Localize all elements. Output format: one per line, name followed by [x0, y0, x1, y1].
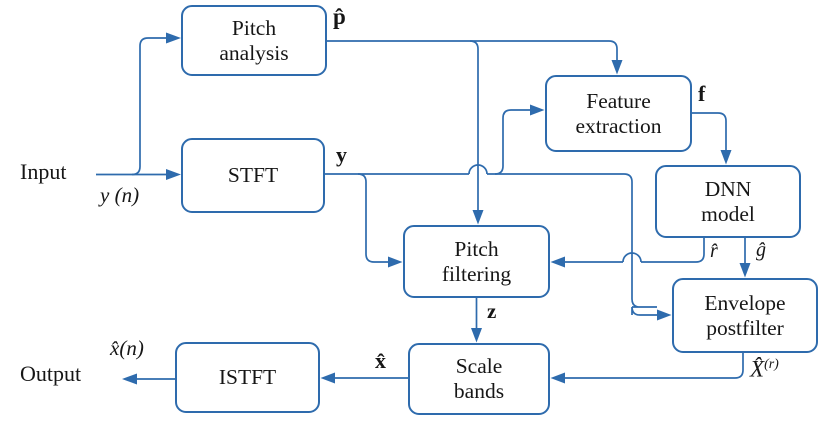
postfilter-output-base: X̂ [750, 356, 765, 382]
conn-p-hat-branch-path [469, 40, 479, 210]
stft-vector-label: y [336, 142, 347, 167]
conn-y-down-branch-path [357, 173, 388, 263]
postfilter-output-superscript: (r) [764, 357, 779, 372]
feature-vector-label: f [698, 81, 706, 106]
block-scale-bands: Scale bands [408, 343, 550, 415]
conn-stft-to-envelope-postfilter [325, 164, 672, 321]
block-pitch-filtering-line1: Pitch [454, 236, 499, 261]
arrowhead-into-pitch-filtering-right [550, 256, 565, 268]
block-pitch-analysis-line1: Pitch [231, 15, 277, 40]
output-label: Output [20, 361, 82, 386]
block-scale-bands-line2: bands [453, 379, 505, 403]
block-feature-extraction: Feature extraction [545, 75, 692, 152]
arrowhead-into-feature-extraction-top [611, 60, 623, 75]
arrowhead-into-envelope-postfilter-left [657, 309, 672, 321]
arrowhead-into-pitch-analysis [166, 32, 181, 44]
arrowhead-output [122, 373, 137, 385]
block-pitch-filtering: Pitch filtering [403, 225, 550, 298]
block-stft: STFT [181, 138, 325, 213]
block-pitch-analysis: Pitch analysis [181, 5, 327, 76]
arrowhead-into-feature-extraction-left [530, 104, 545, 116]
arrowhead-into-scale-bands-right [550, 372, 565, 384]
arrowhead-into-scale-bands-top [471, 328, 482, 343]
ratio-estimate-label: r̂ [710, 240, 718, 262]
pitch-vector-label: p̂ [333, 4, 346, 29]
conn-f-path [692, 112, 727, 150]
block-dnn-model-line1: DNN [704, 176, 752, 201]
conn-y-to-pitch-filtering [357, 173, 403, 268]
gain-estimate-label: ĝ [756, 239, 766, 261]
arrowhead-into-envelope-postfilter-top [739, 263, 751, 278]
block-scale-bands-line1: Scale [455, 354, 503, 378]
block-envelope-postfilter-line1: Envelope [704, 290, 786, 315]
block-feature-extraction-line1: Feature [586, 88, 651, 113]
conn-pitch-filtering-to-scale-bands [471, 298, 482, 343]
conn-envelope-postfilter-to-scale-bands [550, 353, 744, 384]
arrowhead-into-stft [166, 169, 181, 180]
input-label: Input [20, 159, 67, 184]
input-signal-label: y (n) [100, 183, 140, 207]
conn-dnn-to-pitch-filtering [550, 238, 705, 268]
block-dnn-model: DNN model [655, 165, 801, 238]
filtered-vector-label: z [487, 299, 497, 323]
conn-input-to-pitch-analysis [131, 32, 181, 176]
output-signal-label: x̂(n) [110, 336, 144, 360]
arrowhead-into-dnn-top [720, 150, 732, 165]
conn-input-to-stft [96, 169, 181, 180]
conn-pitch-analysis-to-feature-extraction [327, 40, 623, 75]
postfilter-output-label: X̂(r) [750, 354, 779, 381]
block-envelope-postfilter: Envelope postfilter [672, 278, 818, 353]
arrowhead-into-istft-right [320, 372, 335, 384]
scale-input-vector-label: x̂ [375, 348, 386, 373]
conn-y-main-path [325, 164, 657, 316]
conn-dnn-to-envelope-postfilter [739, 238, 751, 278]
conn-y-up-branch-path [494, 109, 530, 175]
conn-p-hat-path [327, 40, 618, 60]
arrowhead-into-pitch-filtering-left [388, 256, 403, 268]
conn-p-hat-to-pitch-filtering [469, 40, 484, 225]
conn-istft-to-output [122, 373, 175, 385]
conn-y-to-feature-extraction [494, 104, 545, 175]
conn-input-to-pitch-analysis-path [131, 37, 166, 176]
block-envelope-postfilter-line2: postfilter [706, 315, 784, 340]
conn-x-hat-r-path [565, 353, 744, 379]
block-istft-line1: ISTFT [218, 365, 277, 389]
conn-feature-extraction-to-dnn [692, 112, 732, 165]
block-istft: ISTFT [175, 342, 320, 413]
block-pitch-filtering-line2: filtering [441, 261, 512, 286]
conn-scale-bands-to-istft [320, 372, 408, 384]
block-pitch-analysis-line2: analysis [219, 40, 289, 65]
block-feature-extraction-line2: extraction [575, 113, 662, 138]
block-dnn-model-line2: model [701, 201, 755, 226]
block-stft-line1: STFT [227, 163, 279, 187]
arrowhead-into-pitch-filtering-top [472, 210, 484, 225]
conn-r-hat-path [565, 238, 705, 263]
